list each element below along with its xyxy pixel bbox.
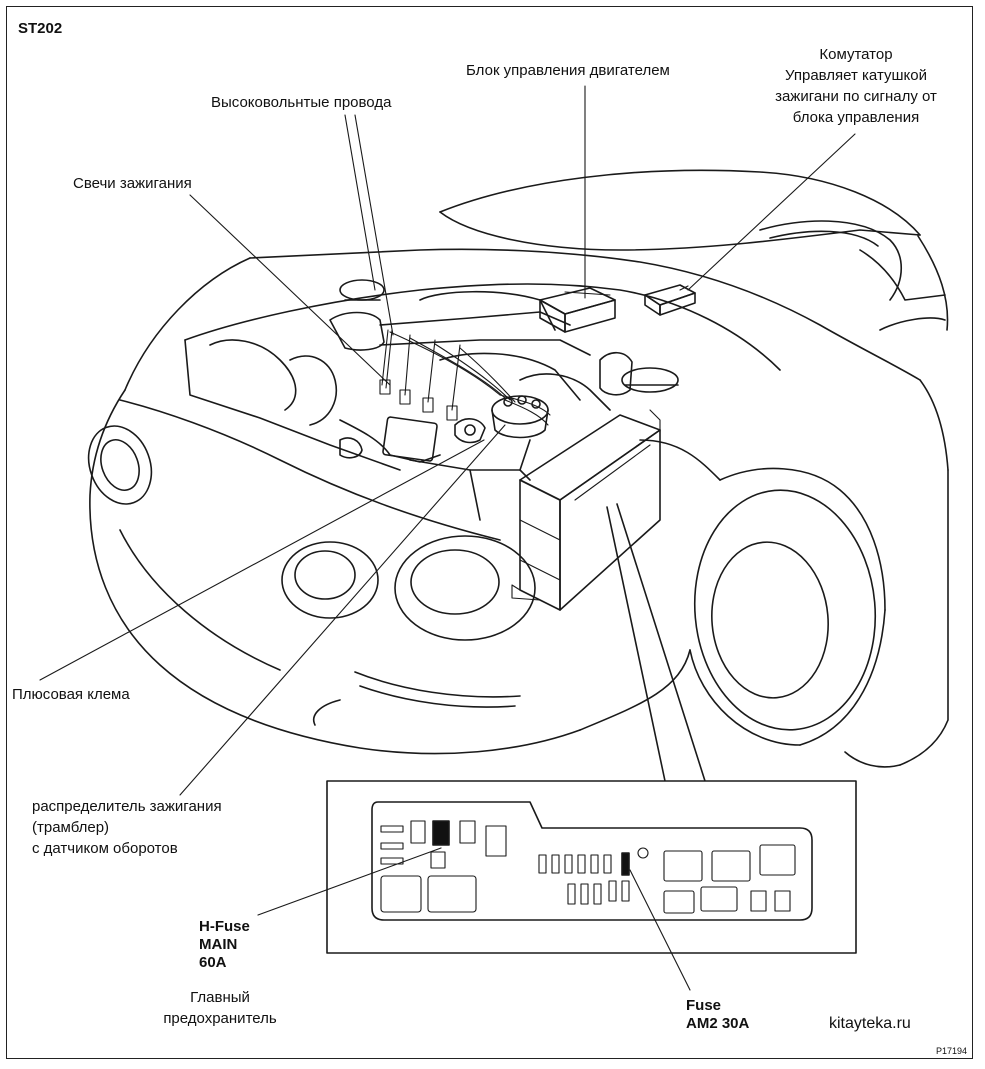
engine-ecu-module — [539, 287, 616, 333]
h-fuse-line-3: 60A — [199, 954, 227, 971]
headlights — [87, 425, 536, 726]
am2-fuse-line-2: AM2 30A — [686, 1015, 750, 1032]
h-fuse-line-2: MAIN — [199, 936, 238, 953]
igniter-desc-line-1: Управляет катушкой — [785, 67, 927, 84]
watermark: kitayteka.ru — [829, 1015, 911, 1032]
distributor — [491, 395, 549, 439]
distributor-label: распределитель зажигания (трамблер) с да… — [32, 796, 222, 859]
figure-frame — [6, 6, 973, 1059]
main-fuse-label: Главный предохранитель — [140, 987, 300, 1029]
am2-fuse-line-1: Fuse — [686, 997, 722, 1014]
ecu-label: Блок управления двигателем — [466, 62, 670, 79]
car-body — [89, 248, 949, 768]
distributor-line-3: с датчиком оборотов — [32, 840, 178, 857]
spark-plugs-label: Свечи зажигания — [73, 175, 192, 192]
fuse-box-detail-panel — [257, 780, 857, 991]
igniter-module — [644, 284, 696, 316]
igniter-title: Комутатор — [819, 46, 893, 63]
am2-fuse-label: Fuse AM2 30A — [686, 997, 749, 1033]
igniter-label: Комутатор Управляет катушкой зажигани по… — [736, 44, 976, 128]
h-fuse-line-1: H-Fuse — [199, 918, 250, 935]
igniter-desc-line-3: блока управления — [792, 109, 920, 126]
fuse-relay-box — [511, 409, 661, 611]
zoom-callout — [606, 503, 706, 782]
main-fuse-line-2: предохранитель — [163, 1010, 277, 1027]
raised-hood — [439, 169, 949, 331]
plus-terminal-label: Плюсовая клема — [12, 686, 130, 703]
hv-wires-label: Высоковольнтые провода — [211, 94, 392, 111]
leader-lines — [39, 85, 856, 796]
igniter-desc-line-2: зажигани по сигналу от — [775, 88, 937, 105]
model-code: ST202 — [18, 20, 63, 37]
figure-code: P17194 — [936, 1046, 968, 1056]
distributor-line-2: (трамблер) — [32, 819, 110, 836]
main-fuse-line-1: Главный — [190, 989, 250, 1006]
engine-bay — [184, 279, 781, 521]
h-fuse-label: H-Fuse MAIN 60A — [199, 918, 250, 972]
distributor-line-1: распределитель зажигания — [32, 798, 222, 815]
